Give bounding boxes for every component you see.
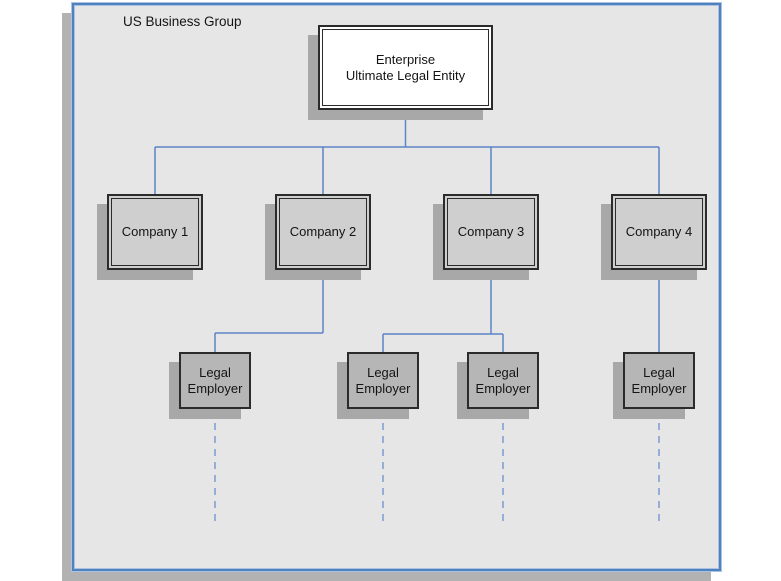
legal-employer-1-label: Legal Employer xyxy=(187,364,243,396)
company-1-node: Company 1 xyxy=(107,194,203,270)
legal-employer-2-label: Legal Employer xyxy=(355,364,411,396)
company-2-label: Company 2 xyxy=(289,224,357,239)
dashed-connectors xyxy=(214,410,660,524)
enterprise-label-line2: Ultimate Legal Entity xyxy=(345,67,466,83)
legal-employer-3-label: Legal Employer xyxy=(475,364,531,396)
legal-employer-4-node: Legal Employer xyxy=(623,352,695,409)
legal-employer-2-node: Legal Employer xyxy=(347,352,419,409)
company-3-node: Company 3 xyxy=(443,194,539,270)
company-2-node: Company 2 xyxy=(275,194,371,270)
enterprise-label-line1: Enterprise xyxy=(375,51,436,67)
legal-employer-3-node: Legal Employer xyxy=(467,352,539,409)
company-4-label: Company 4 xyxy=(625,224,693,239)
business-group-label: US Business Group xyxy=(123,14,242,29)
legal-employer-4-label: Legal Employer xyxy=(631,364,687,396)
solid-connectors xyxy=(154,110,660,352)
legal-employer-1-node: Legal Employer xyxy=(179,352,251,409)
company-1-label: Company 1 xyxy=(121,224,189,239)
enterprise-node: Enterprise Ultimate Legal Entity xyxy=(318,25,493,110)
company-4-node: Company 4 xyxy=(611,194,707,270)
company-3-label: Company 3 xyxy=(457,224,525,239)
